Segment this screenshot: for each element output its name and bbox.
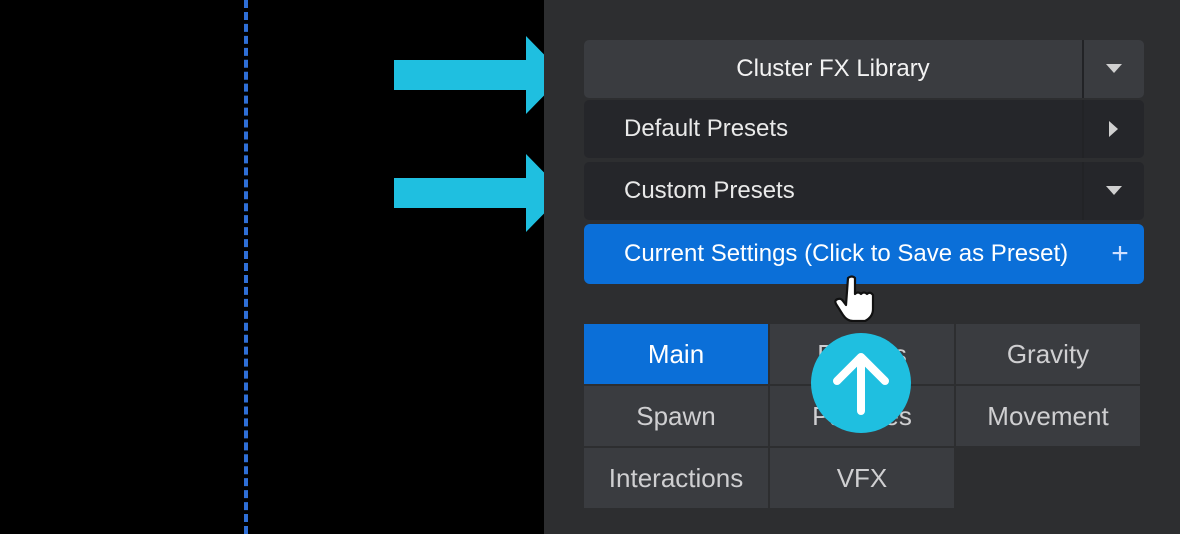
tab-spawn[interactable]: Spawn (584, 386, 768, 446)
tab-main[interactable]: Main (584, 324, 768, 384)
plus-icon: + (1111, 237, 1129, 270)
caret-right-icon[interactable] (1082, 100, 1144, 158)
current-settings-label: Current Settings (Click to Save as Prese… (624, 240, 1069, 267)
custom-presets-item[interactable]: Custom Presets (584, 162, 1144, 220)
default-presets-label: Default Presets (624, 115, 789, 142)
canvas-area (0, 0, 564, 534)
fx-library-dropdown[interactable]: Cluster FX Library (584, 40, 1144, 98)
default-presets-item[interactable]: Default Presets (584, 100, 1144, 158)
save-current-settings-button[interactable]: Current Settings (Click to Save as Prese… (584, 224, 1144, 284)
dashed-guide-line (244, 0, 248, 534)
tab-gravity[interactable]: Gravity (956, 324, 1140, 384)
tab-interactions[interactable]: Interactions (584, 448, 768, 508)
custom-presets-label: Custom Presets (624, 177, 795, 204)
caret-down-icon[interactable] (1082, 162, 1144, 220)
tab-movement[interactable]: Movement (956, 386, 1140, 446)
fx-library-title: Cluster FX Library (736, 55, 930, 82)
caret-down-icon[interactable] (1082, 40, 1144, 98)
tab-vfx[interactable]: VFX (770, 448, 954, 508)
hand-cursor-icon (834, 275, 875, 322)
callout-arrow-icon (394, 36, 564, 114)
arrow-up-icon (811, 333, 911, 433)
callout-arrow-icon (394, 154, 564, 232)
